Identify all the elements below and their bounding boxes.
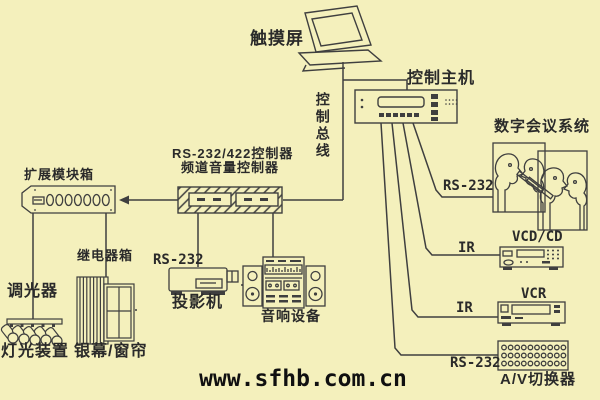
audio-equipment-drawing [242,256,326,309]
audio-label: 音响设备 [261,308,321,324]
av-switcher-drawing [497,340,569,371]
lights-label: 灯光装置 [1,343,70,360]
controller-label-line1: RS-232/422控制器 [172,146,294,161]
vcr-drawing [497,301,566,326]
dimmer-label: 调光器 [7,283,59,300]
av-switcher-label: A/V切换器 [500,371,577,388]
connector-lines [32,66,500,356]
control-host-drawing [354,89,458,124]
touch-screen-label: 触摸屏 [250,29,304,48]
control-host-label: 控制主机 [407,70,476,87]
vcd-label: VCD/CD [512,229,563,245]
vcd-player-drawing [499,246,564,270]
conference-system-drawing [492,142,588,231]
line-host-avswitcher [380,122,498,356]
projector-label: 投影机 [172,294,224,311]
watermark: www.sfhb.com.cn [199,366,407,392]
curtain-drawing [76,276,137,345]
controller-label: RS-232/422控制器 频道音量控制器 [172,146,294,175]
relay-box-label: 继电器箱 [77,248,134,263]
line-host-vcr [391,122,498,318]
screen-curtain-label: 银幕/窗帘 [74,343,148,360]
line-host-conference [412,122,493,198]
vcr-label: VCR [521,286,547,302]
line-host-vcd [402,122,500,256]
arrowhead-left [119,195,129,205]
lights-drawing [0,318,63,347]
control-bus-line [283,66,408,201]
vcd-link-label: IR [458,240,475,256]
expansion-box-drawing [21,185,116,214]
touch-screen-drawing [297,5,383,72]
projector-drawing [168,267,243,295]
projector-link-label: RS-232 [153,252,204,268]
conference-link-label: RS-232 [443,178,494,194]
control-bus-label: 控制总线 [314,92,331,160]
av-switcher-ports [501,344,567,367]
controller-label-line2: 频道音量控制器 [180,159,279,175]
expansion-box-label: 扩展模块箱 [24,167,95,182]
av-switcher-link-label: RS-232 [450,355,501,371]
conference-system-label: 数字会议系统 [494,118,591,135]
controller-drawing [177,186,283,214]
vcr-link-label: IR [456,300,473,316]
